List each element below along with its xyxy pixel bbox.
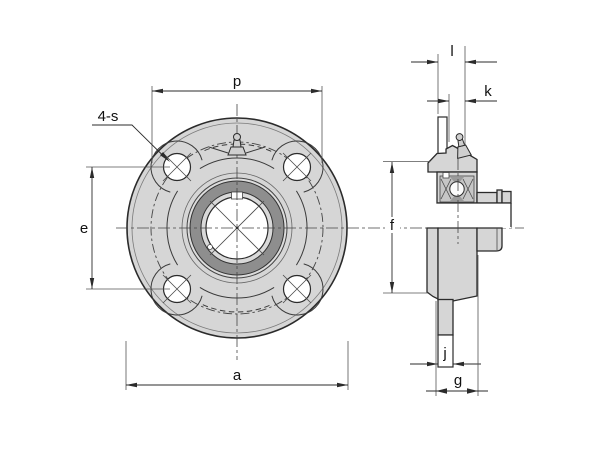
dim-label-g: g (454, 372, 462, 389)
sleeve-section (476, 191, 498, 204)
center-dot (235, 226, 239, 230)
bolt-hole-cross-ticks (162, 152, 312, 304)
plate-bottom-end (437, 334, 454, 368)
setscrew-dot (207, 244, 213, 250)
dim-label-j: j (442, 345, 446, 362)
dim-g: g (426, 255, 488, 396)
grease-groove-lines (208, 146, 266, 154)
dim-label-e: e (80, 220, 88, 237)
locking-collar-b (501, 190, 512, 204)
setscrew-notch (231, 191, 243, 200)
plate-column (437, 298, 454, 336)
raceway-shadow-bottom (450, 193, 464, 201)
dim-j: j (410, 345, 481, 367)
dim-label-l: l (450, 43, 453, 60)
dim-p: p (151, 73, 323, 163)
dim-e: e (80, 166, 170, 290)
dim-label-a: a (233, 367, 242, 384)
dim-label-k: k (484, 83, 492, 100)
dim-label-4s: 4-s (98, 108, 119, 125)
flange-plate-lower (426, 227, 439, 301)
grease-fitting-side (455, 133, 472, 159)
dim-l: l (411, 43, 497, 146)
grease-fitting-front (227, 133, 247, 156)
setscrew-section (442, 172, 450, 179)
bolt-note-4s: 4-s (92, 108, 170, 162)
housing-exterior (437, 227, 478, 302)
raceway-shadow-top (450, 177, 464, 185)
bearing-ball (449, 181, 465, 197)
dim-a: a (125, 341, 349, 390)
bearing-seals (440, 178, 474, 200)
dim-label-f: f (390, 217, 395, 234)
side-view: l k f j (383, 43, 512, 396)
flange-plate-top (437, 116, 448, 155)
front-view: p e a 4-s (80, 73, 524, 390)
hidden-recess-arcs (202, 143, 272, 313)
sleeve-exterior (476, 227, 503, 252)
locking-collar-a (496, 189, 503, 204)
dim-f: f (383, 161, 430, 294)
dim-label-p: p (233, 73, 241, 90)
bore-opening (437, 203, 511, 228)
flange-boss-section (427, 144, 478, 173)
dim-k: k (427, 83, 497, 142)
